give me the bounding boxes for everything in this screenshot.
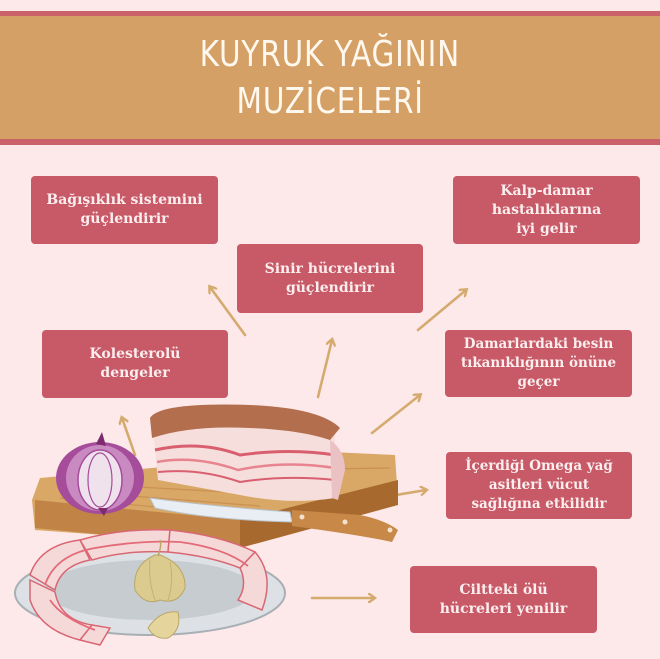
benefit-box-vessel-blockage: Damarlardaki besin tıkanıklığının önüne …	[445, 330, 632, 397]
header-bottom-stripe	[0, 139, 660, 145]
benefit-text-line: hastalıklarına	[491, 201, 602, 218]
arrow-icon	[370, 395, 420, 435]
benefit-text-line: iyi gelir	[516, 220, 577, 237]
benefit-text-line: güçlendirir	[80, 211, 169, 227]
benefit-box-cholesterol: Kolesterolü dengeler	[42, 330, 228, 398]
benefit-text-line: hücreleri yenilir	[439, 600, 568, 617]
page-title-line-1: KUYRUK YAĞININ	[199, 33, 461, 75]
benefit-box-omega-fatty-acids: İçerdiği Omega yağ asitleri vücut sağlığ…	[446, 452, 632, 519]
benefit-text-line: Kolesterolü	[89, 346, 181, 362]
benefit-text-line: asitleri vücut	[488, 477, 590, 493]
benefit-text-line: sağlığına etkilidir	[471, 496, 607, 512]
benefit-box-nerve-cells: Sinir hücrelerini güçlendirir	[237, 244, 423, 313]
arrow-icon	[210, 287, 247, 337]
benefit-text-line: tıkanıklığının önüne	[460, 355, 617, 371]
benefit-text-line: Sinir hücrelerini	[264, 260, 396, 277]
benefit-text-line: geçer	[517, 374, 560, 390]
benefit-box-cardiovascular: Kalp-damar hastalıklarına iyi gelir	[453, 176, 640, 244]
onion-icon	[56, 432, 144, 516]
header-top-stripe	[0, 11, 660, 16]
benefit-text-line: Damarlardaki besin	[463, 336, 614, 352]
arrow-icon	[122, 418, 137, 457]
benefit-text-line: güçlendirir	[285, 279, 375, 296]
garlic-icon	[134, 539, 186, 639]
knife-icon	[149, 497, 398, 542]
arrow-icon	[316, 340, 332, 399]
tail-fat-icon	[150, 404, 345, 501]
benefit-text-line: İçerdiği Omega yağ	[465, 458, 613, 474]
benefit-box-immune-system: Bağışıklık sistemini güçlendirir	[31, 176, 218, 244]
benefit-text-line: Bağışıklık sistemini	[46, 192, 203, 208]
benefit-text-line: Ciltteki ölü	[459, 581, 548, 598]
title-banner: KUYRUK YAĞININ MUZİCELERİ	[0, 16, 660, 139]
benefit-text-line: dengeler	[100, 365, 170, 381]
page-title-line-2: MUZİCELERİ	[236, 80, 424, 122]
benefit-text-line: Kalp-damar	[500, 182, 593, 199]
arrow-icon	[416, 290, 466, 332]
benefit-box-skin-cells: Ciltteki ölü hücreleri yenilir	[410, 566, 597, 633]
